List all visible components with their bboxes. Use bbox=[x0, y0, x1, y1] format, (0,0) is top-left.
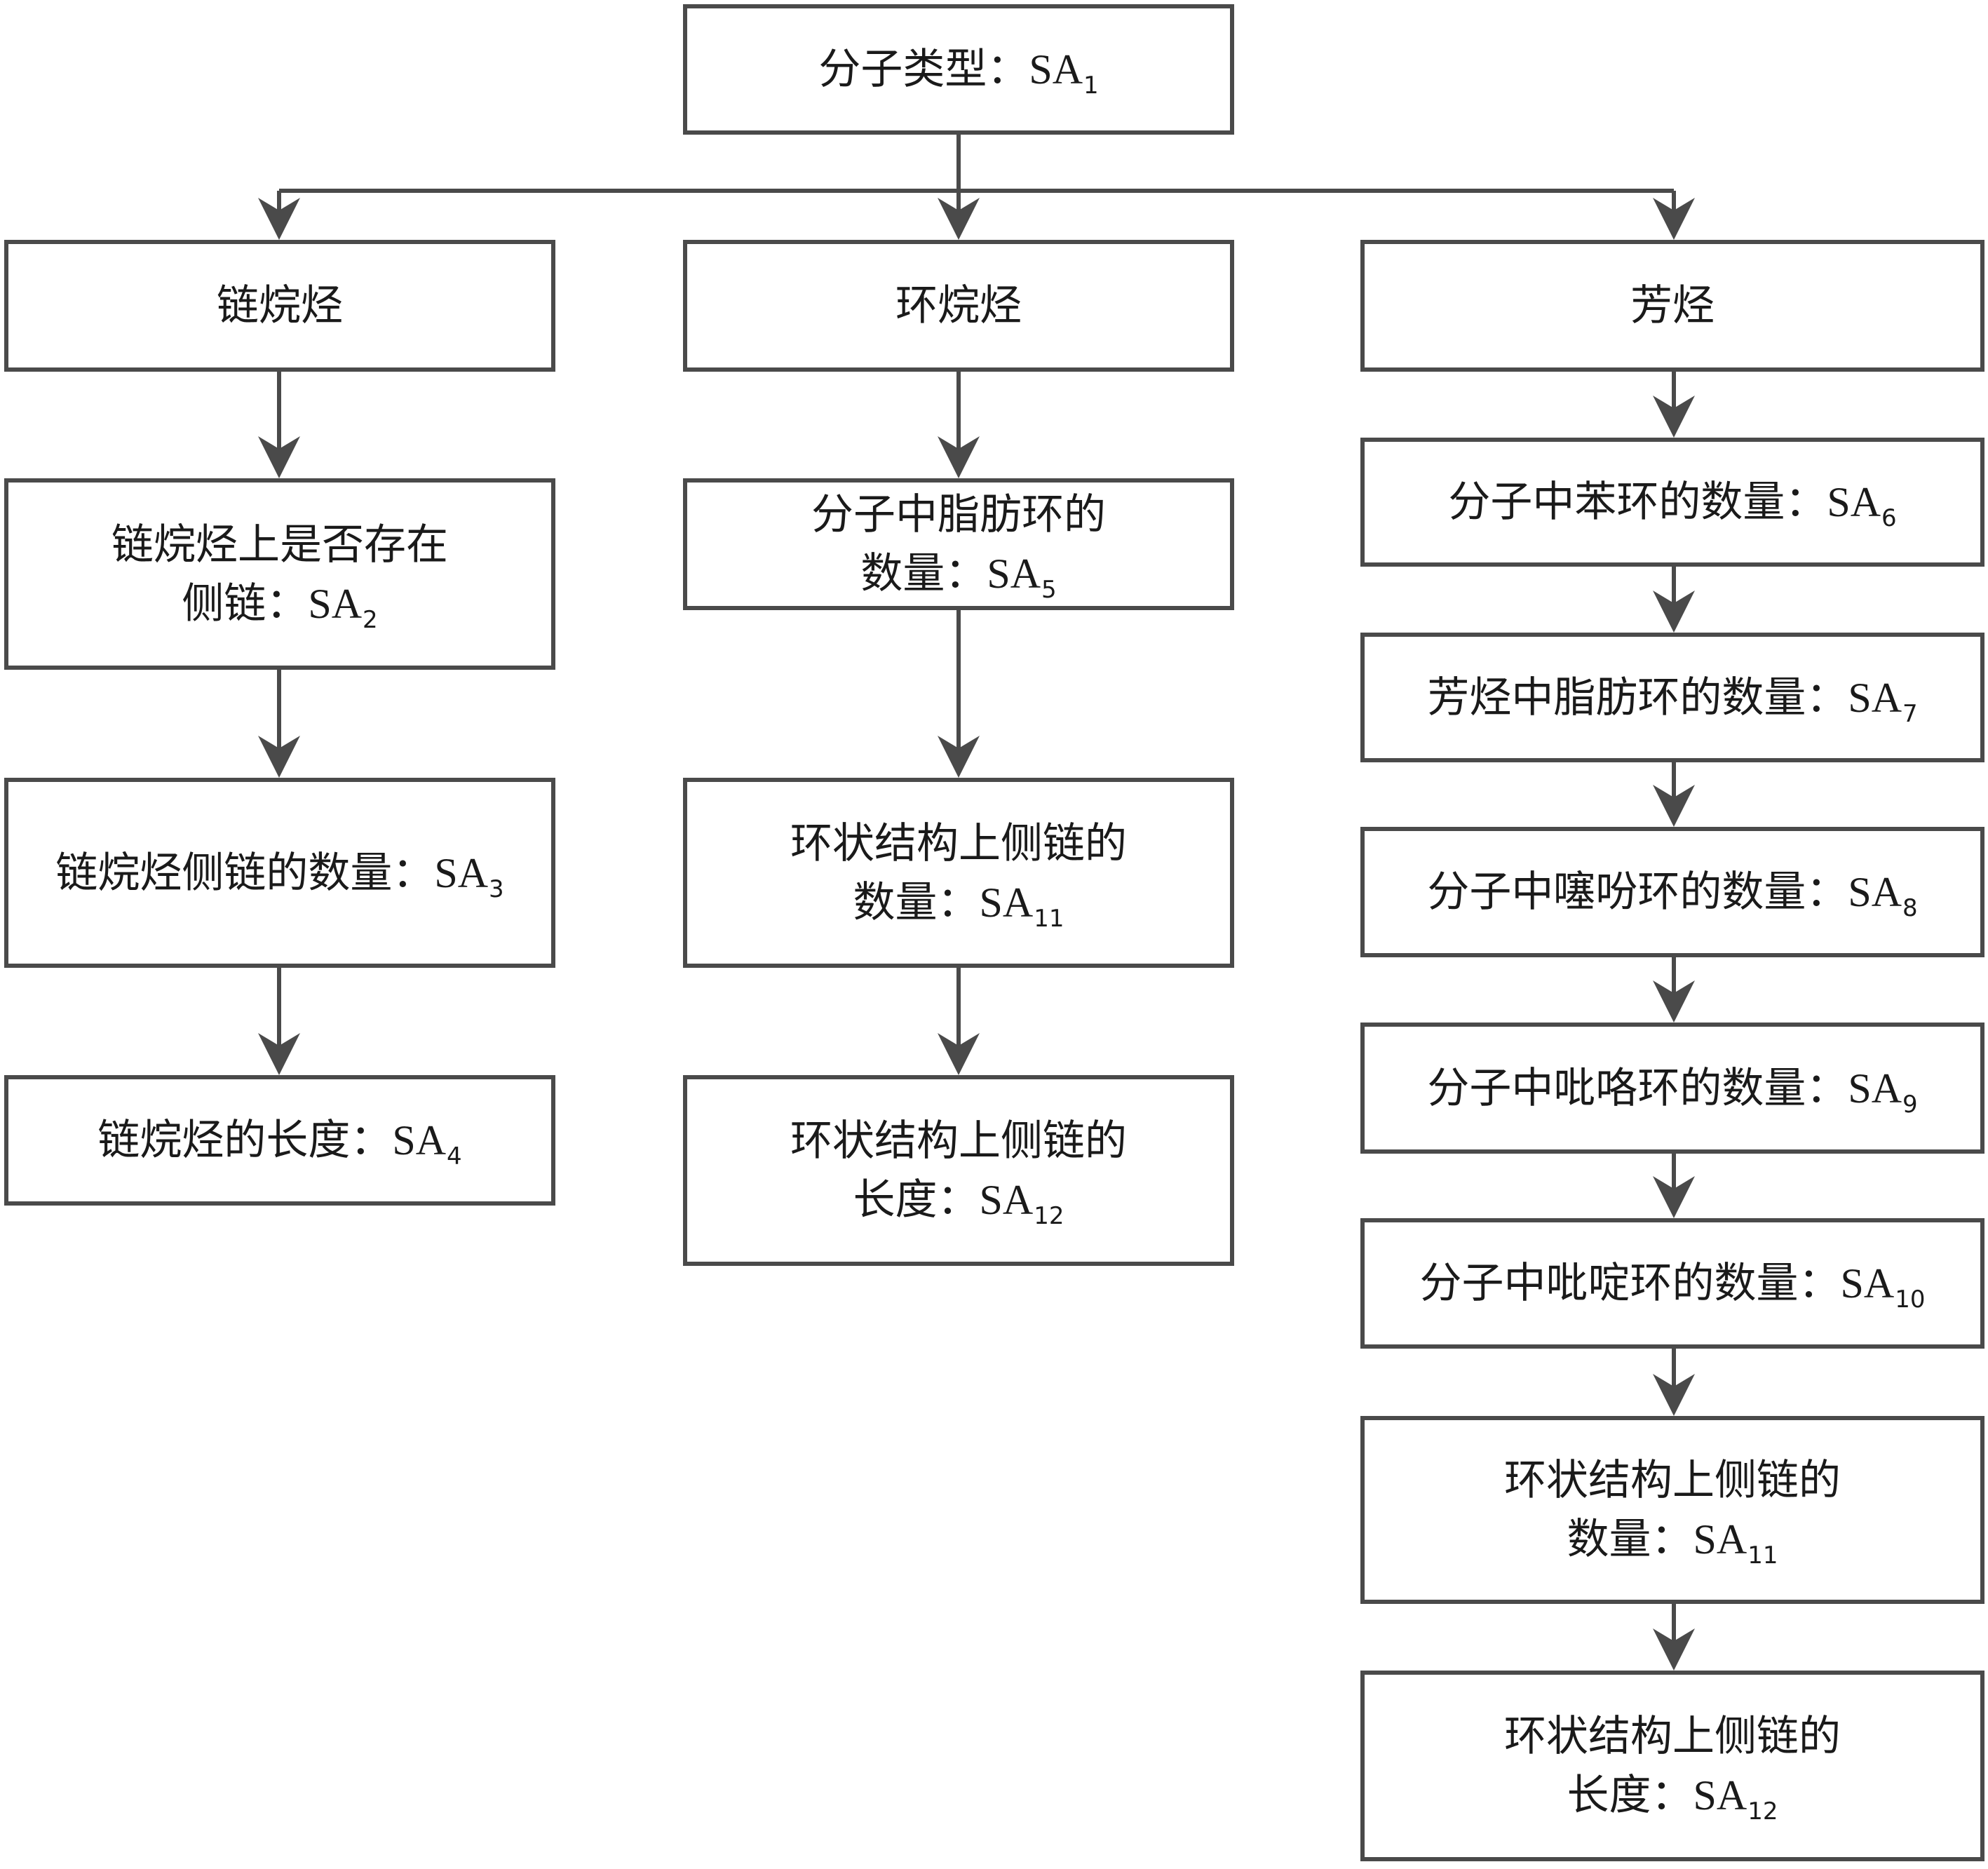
node-label-line2: 数量：SA11 bbox=[1567, 1515, 1778, 1570]
node-label: 芳烃中脂肪环的数量：SA7 bbox=[1427, 673, 1918, 728]
node-cyclo-ring-side-chain-count: 环状结构上侧链的 数量：SA11 bbox=[683, 778, 1234, 968]
node-label: 分子中噻吩环的数量：SA8 bbox=[1427, 868, 1918, 922]
node-aromatic: 芳烃 bbox=[1360, 240, 1984, 372]
node-label: 分子类型：SA1 bbox=[818, 45, 1099, 100]
node-chain-length: 链烷烃的长度：SA4 bbox=[4, 1075, 555, 1206]
node-label-line1: 环状结构上侧链的 bbox=[790, 818, 1127, 868]
node-label: 分子中吡啶环的数量：SA10 bbox=[1419, 1259, 1926, 1314]
node-chain-side-chain-exists: 链烷烃上是否存在 侧链：SA2 bbox=[4, 478, 555, 670]
node-label-line2: 数量：SA11 bbox=[853, 877, 1064, 933]
node-label: 链烷烃 bbox=[217, 281, 343, 330]
node-aromatic-thiophene-ring-count: 分子中噻吩环的数量：SA8 bbox=[1360, 827, 1984, 957]
node-label-line2: 长度：SA12 bbox=[853, 1175, 1064, 1230]
node-label-line2: 数量：SA5 bbox=[860, 549, 1057, 604]
node-cyclo-aliphatic-ring-count: 分子中脂肪环的 数量：SA5 bbox=[683, 478, 1234, 610]
node-label: 分子中吡咯环的数量：SA9 bbox=[1427, 1063, 1918, 1119]
node-aromatic-pyridine-ring-count: 分子中吡啶环的数量：SA10 bbox=[1360, 1218, 1984, 1349]
node-label: 链烷烃侧链的数量：SA3 bbox=[55, 848, 504, 903]
node-chain-side-chain-count: 链烷烃侧链的数量：SA3 bbox=[4, 778, 555, 968]
node-label-line1: 环状结构上侧链的 bbox=[790, 1116, 1127, 1166]
node-aromatic-aliphatic-ring-count: 芳烃中脂肪环的数量：SA7 bbox=[1360, 633, 1984, 762]
node-aromatic-ring-side-chain-length: 环状结构上侧链的 长度：SA12 bbox=[1360, 1671, 1984, 1861]
node-label-line1: 环状结构上侧链的 bbox=[1504, 1456, 1841, 1505]
node-molecule-type: 分子类型：SA1 bbox=[683, 4, 1234, 135]
node-label-line2: 侧链：SA2 bbox=[182, 579, 378, 634]
node-label: 芳烃 bbox=[1630, 281, 1715, 330]
node-label-line2: 长度：SA12 bbox=[1567, 1771, 1778, 1826]
node-label-line1: 链烷烃上是否存在 bbox=[111, 520, 448, 569]
node-label-line1: 环状结构上侧链的 bbox=[1504, 1712, 1841, 1761]
node-cyclo-ring-side-chain-length: 环状结构上侧链的 长度：SA12 bbox=[683, 1075, 1234, 1266]
node-label-line1: 分子中脂肪环的 bbox=[811, 490, 1106, 539]
node-label: 分子中苯环的数量：SA6 bbox=[1448, 478, 1897, 532]
node-chain-alkane: 链烷烃 bbox=[4, 240, 555, 372]
node-aromatic-benzene-ring-count: 分子中苯环的数量：SA6 bbox=[1360, 438, 1984, 567]
node-label: 链烷烃的长度：SA4 bbox=[97, 1116, 462, 1170]
node-cycloalkane: 环烷烃 bbox=[683, 240, 1234, 372]
node-label: 环烷烃 bbox=[895, 281, 1022, 330]
node-aromatic-ring-side-chain-count: 环状结构上侧链的 数量：SA11 bbox=[1360, 1416, 1984, 1604]
node-aromatic-pyrrole-ring-count: 分子中吡咯环的数量：SA9 bbox=[1360, 1023, 1984, 1154]
